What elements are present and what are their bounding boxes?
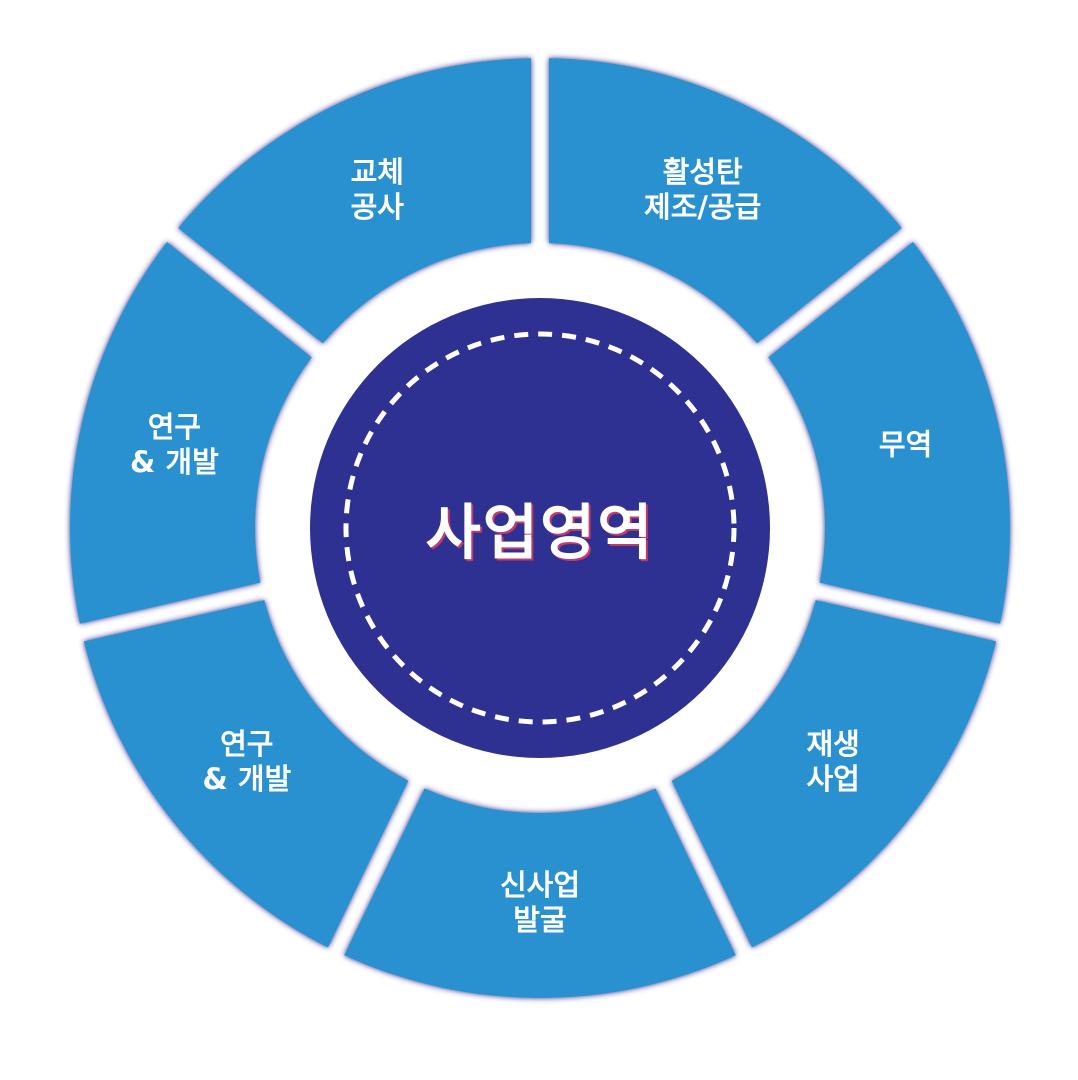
segment-2 (671, 600, 997, 948)
center-circle (310, 298, 770, 758)
segment-label-line2: 발굴 (513, 903, 567, 937)
segment-label-line2: 공사 (350, 190, 404, 225)
segment-label-line1: 활성탄 (662, 155, 743, 190)
segment-5 (69, 242, 312, 624)
segment-label-line2: & 개발 (130, 444, 219, 479)
segment-label-line1: 재생 (806, 726, 860, 761)
segment-label-line2: 사업 (806, 761, 860, 796)
segment-label-line1: 연구 (147, 409, 202, 444)
segment-label-line2: & 개발 (202, 761, 292, 796)
center-title: 사업영역 (425, 498, 655, 569)
segment-label: 연구& 개발 (202, 727, 291, 797)
segment-label-line2: 제조/공급 (644, 190, 762, 225)
segment-label-line1: 연구 (220, 726, 274, 761)
segment-4 (83, 600, 409, 948)
segment-label: 무역 (879, 427, 932, 462)
segment-label-line1: 신사업 (499, 868, 581, 902)
segment-label-line1: 교체 (350, 155, 404, 190)
dashed-ring (343, 331, 737, 725)
segment-3 (344, 788, 736, 998)
segment-0 (548, 58, 902, 344)
segment-1 (768, 242, 1010, 624)
segment-label-line1: 무역 (878, 427, 933, 462)
segment-6 (178, 58, 532, 344)
segment-label: 연구& 개발 (130, 410, 219, 480)
